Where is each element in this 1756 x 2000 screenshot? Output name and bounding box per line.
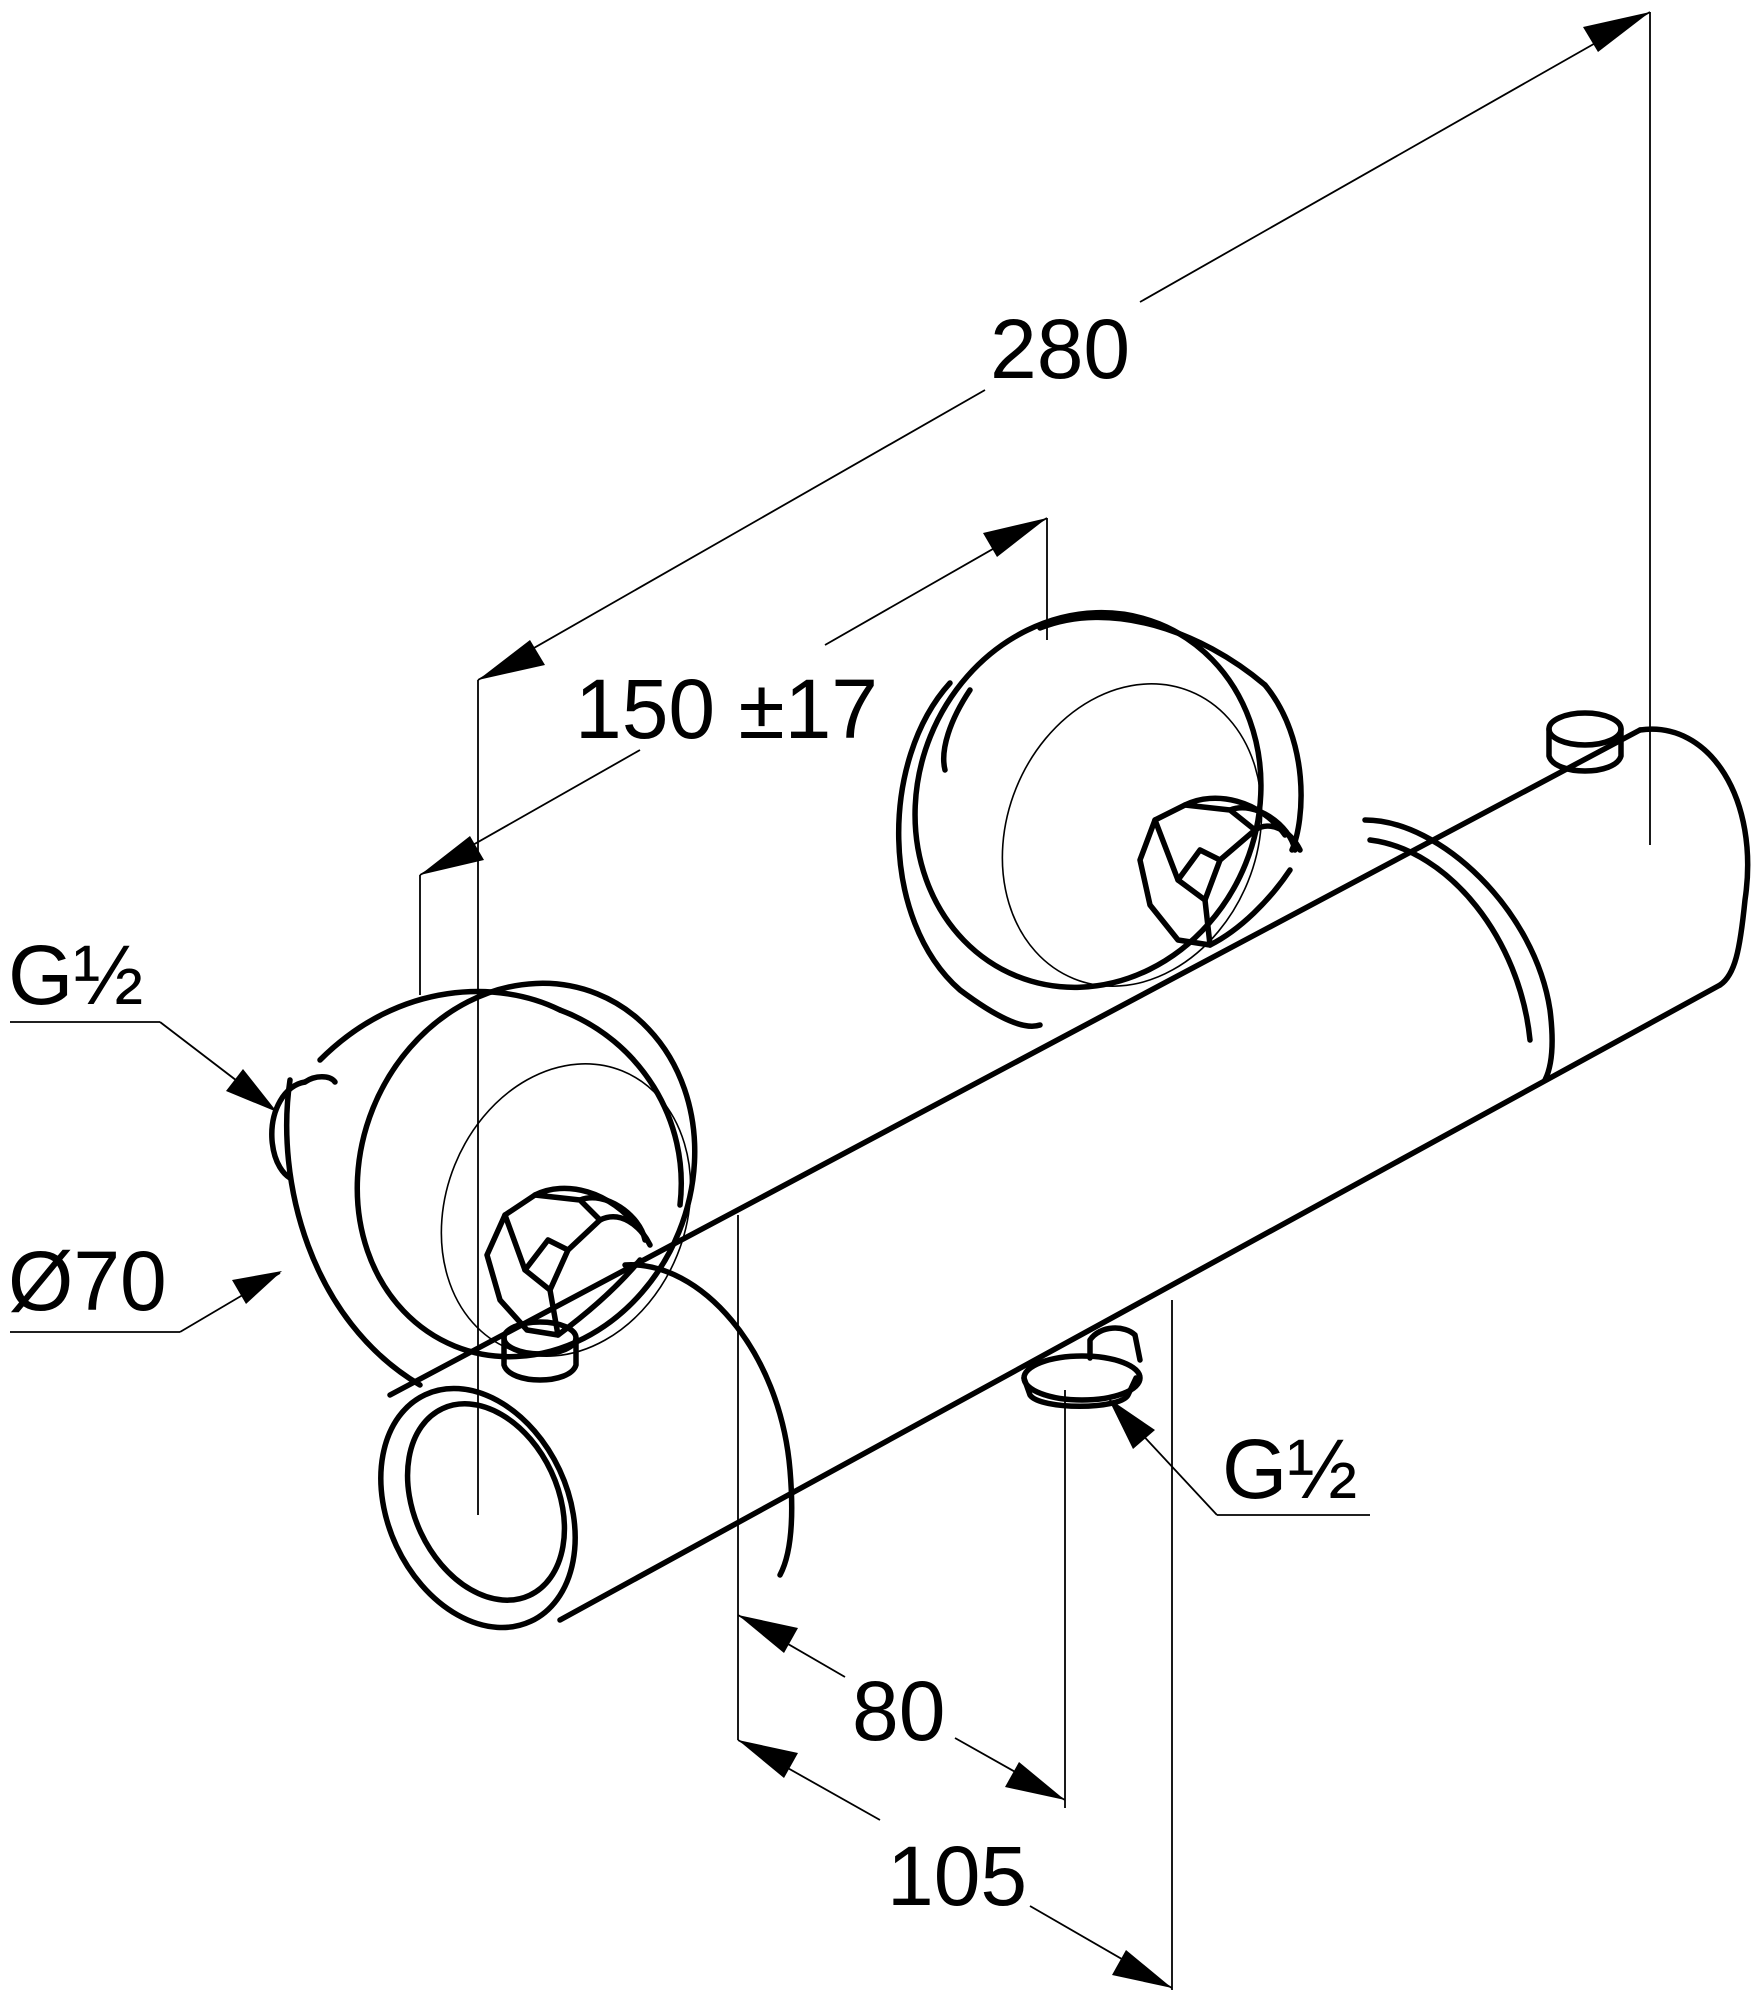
leader-diameter-70 — [10, 1271, 282, 1333]
bottom-outlet — [1021, 1325, 1143, 1409]
mixer-body — [378, 726, 1751, 1631]
left-escutcheon — [283, 980, 698, 1388]
mixer-product — [269, 609, 1751, 1631]
left-inlet-stub — [269, 1074, 338, 1181]
label-outlet-g12: G½ — [1222, 1422, 1357, 1516]
dimension-105 — [737, 1300, 1173, 1990]
dimension-80 — [737, 1215, 1066, 1808]
right-top-cap — [1546, 710, 1624, 774]
leader-left-g12 — [10, 1021, 277, 1112]
label-80: 80 — [852, 1664, 945, 1758]
leader-right-g12 — [1108, 1398, 1370, 1516]
label-280: 280 — [990, 302, 1130, 396]
right-union-nut — [1137, 795, 1303, 948]
label-inlet-g12: G½ — [8, 928, 143, 1022]
right-escutcheon — [896, 609, 1304, 1029]
dimension-280 — [477, 11, 1651, 1515]
dimension-150 — [419, 517, 1048, 995]
left-top-cap — [501, 1319, 579, 1383]
label-150: 150 ±17 — [575, 662, 878, 756]
label-105: 105 — [887, 1829, 1027, 1923]
label-diameter-70: Ø70 — [8, 1234, 167, 1328]
left-union-nut — [484, 1185, 653, 1338]
